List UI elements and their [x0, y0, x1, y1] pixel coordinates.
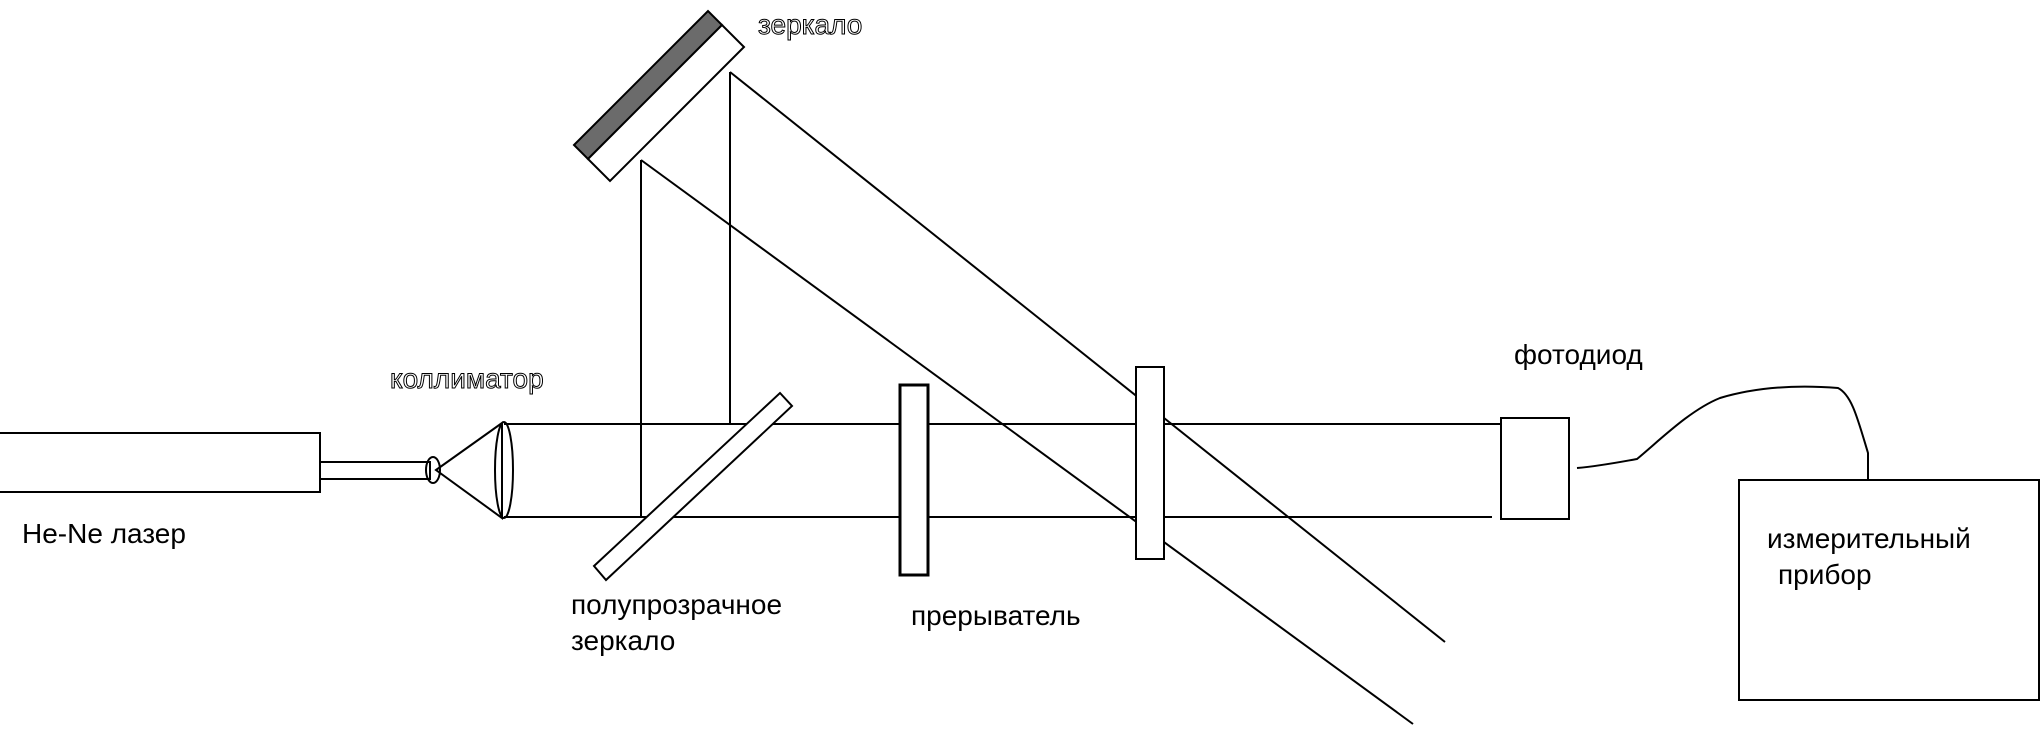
laser-tube [0, 432, 321, 493]
laser-label: He-Ne лазер [22, 518, 186, 549]
chopper-label: прерыватель [911, 600, 1081, 631]
photodiode [1500, 417, 1570, 520]
chopper [898, 383, 930, 577]
collimator-label: коллиматор [390, 363, 544, 394]
mirror-substrate [586, 23, 746, 183]
collimator-lens [494, 421, 514, 519]
meter-label-line1: измерительный [1767, 523, 1971, 554]
meter-label-line2: прибор [1778, 559, 1872, 590]
glass-plate [1135, 366, 1165, 560]
focusing-lens [425, 456, 441, 484]
signal-cable [1576, 385, 1869, 480]
diagonal-beam-lower [640, 159, 1414, 725]
diagonal-beam-upper [729, 71, 1446, 643]
beam-splitter-label-line1: полупрозрачное [571, 589, 782, 620]
laser-output-rod [319, 461, 431, 480]
collimator-cone [434, 421, 503, 520]
beam-splitter-label-line2: зеркало [571, 625, 675, 656]
beam-splitter [592, 391, 794, 582]
mirror-label: зеркало [758, 9, 862, 40]
measuring-device [1738, 479, 2040, 701]
photodiode-label: фотодиод [1514, 339, 1643, 370]
